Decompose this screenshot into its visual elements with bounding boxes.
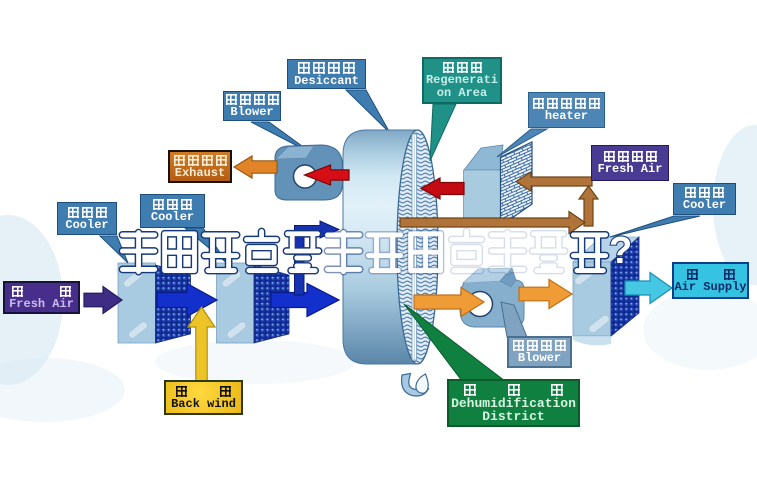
- svg-text:?: ?: [609, 230, 632, 272]
